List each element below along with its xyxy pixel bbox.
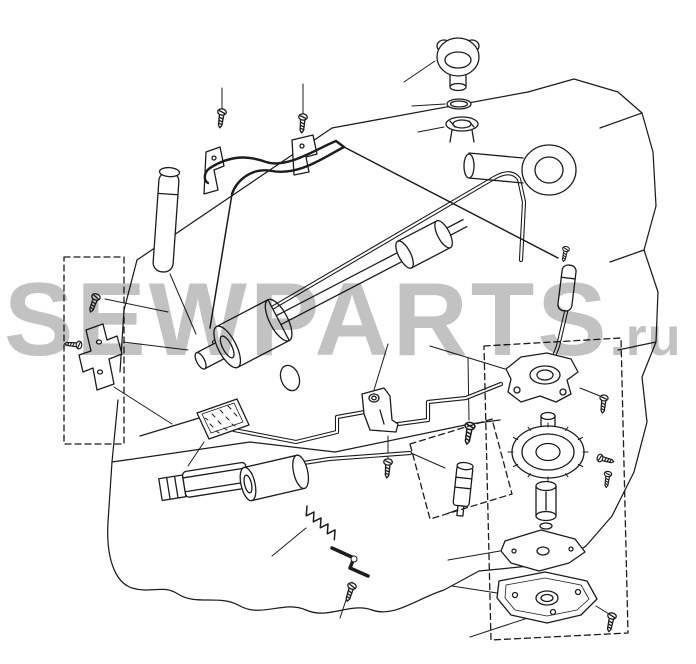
left-bracket-screw-top [85,291,102,315]
guide-tube [152,166,181,273]
left-bracket-screw-side [63,339,83,350]
pump-flange-plate [505,352,579,403]
machine-body-outline [107,78,659,614]
pump-plunger [535,480,557,530]
lever-screw [342,581,358,604]
flange-screw [597,394,609,415]
bracket-screw [381,457,394,479]
right-dashed-box [483,337,629,641]
wire-clamp-assembly [203,107,346,196]
clamp-screw-right [296,112,309,134]
oval-cam [279,364,301,392]
pump-side-screw [595,452,616,467]
spring [305,505,336,541]
right-small-cylinder [557,245,577,312]
head-bushing [463,144,577,196]
base-plate-screw [603,611,618,634]
left-dashed-box [63,256,125,445]
felt-pad [196,398,250,440]
pump-base-plate [496,571,598,624]
check-valve [452,461,474,517]
tension-lever [330,546,370,578]
support-bracket [361,387,399,479]
oil-filler-cap-assembly [436,37,480,143]
filler-hole [445,116,479,143]
check-valve-group [409,418,513,520]
main-shaft-cylinder [194,218,468,370]
pump-screw-2 [601,470,613,489]
oil-filler-cap [436,37,480,77]
left-bracket [78,323,123,391]
roller [239,454,310,502]
pump-body [507,411,589,482]
pump-cover-plate [500,529,586,572]
center-dashed-box [409,418,513,520]
lower-oil-assembly [158,454,370,604]
oil-wire [209,146,559,329]
left-bracket-group [63,256,125,445]
oil-pump-group [483,337,629,641]
clamp-screw-left [214,107,228,130]
